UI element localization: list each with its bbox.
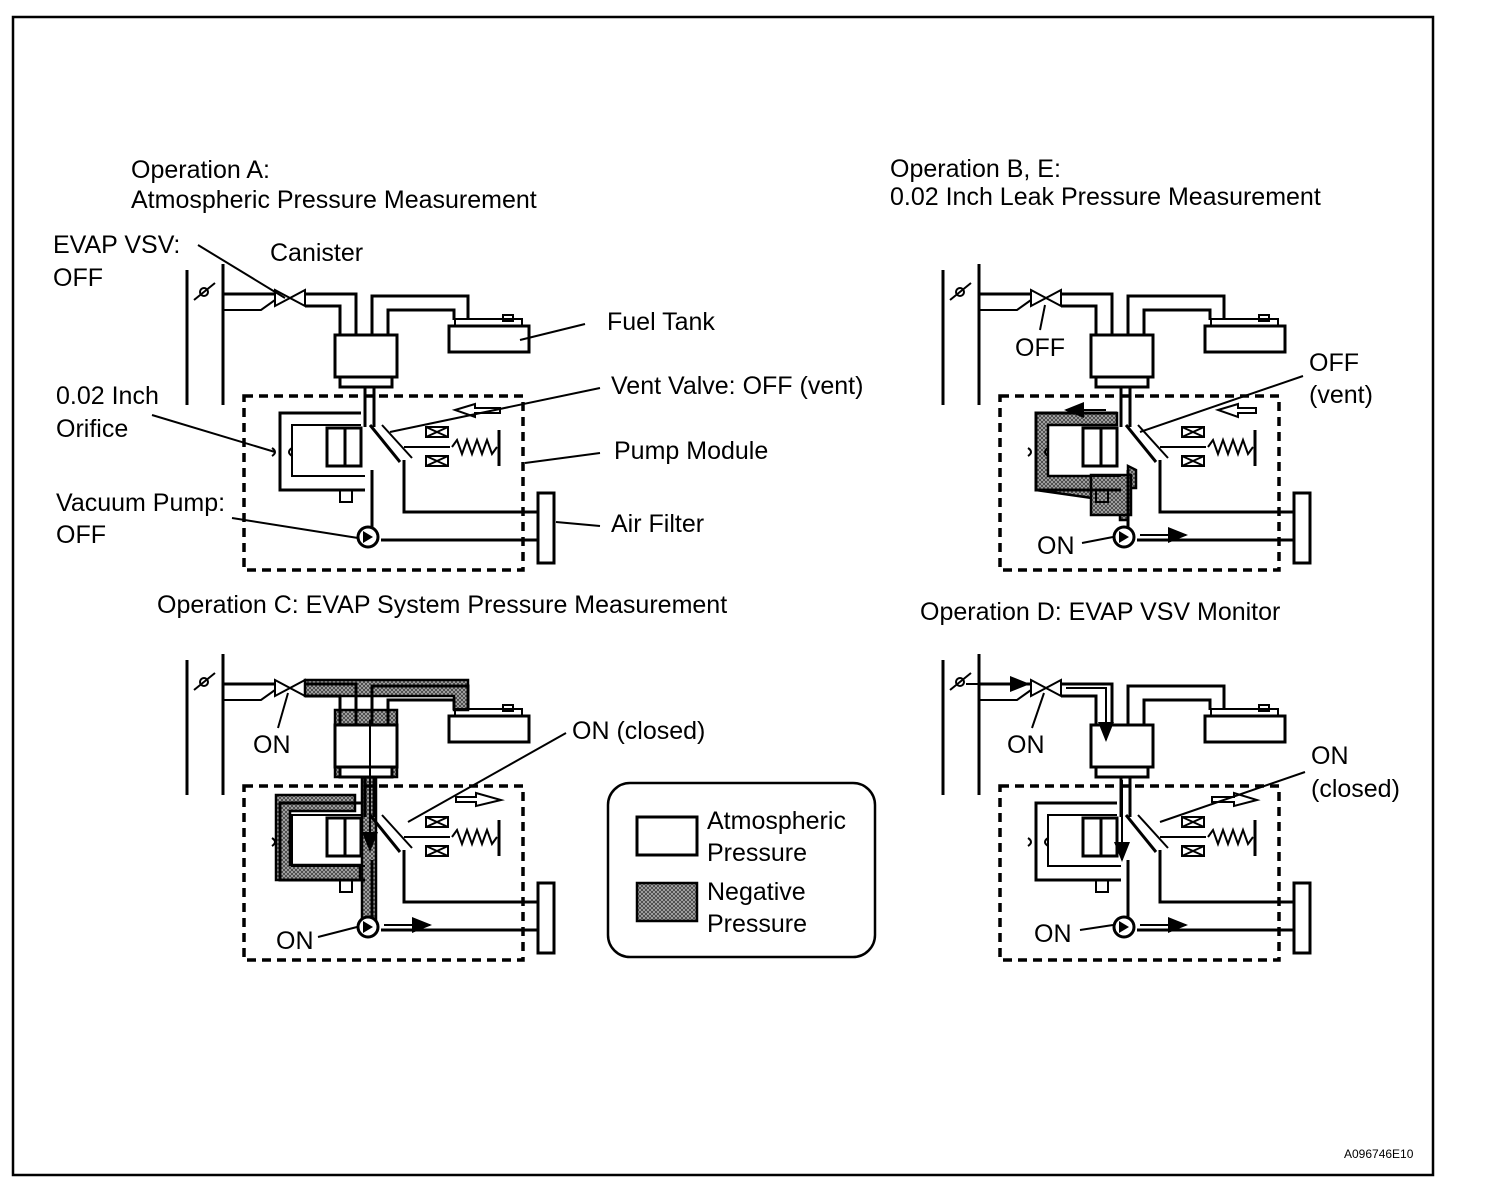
diagram-code: A096746E10 bbox=[1344, 1147, 1414, 1161]
outer-border bbox=[11, 15, 1435, 1177]
panel-a-title-2: Atmospheric Pressure Measurement bbox=[131, 186, 537, 214]
panel-b-vent-state-2: (vent) bbox=[1309, 381, 1373, 409]
panel-d-title: Operation D: EVAP VSV Monitor bbox=[920, 598, 1280, 626]
orifice-label-1: 0.02 Inch bbox=[56, 382, 159, 410]
panel-d-pump-state: ON bbox=[1034, 920, 1072, 948]
panel-c-pump-state: ON bbox=[276, 927, 314, 955]
vent-valve-label: Vent Valve: OFF (vent) bbox=[611, 372, 863, 400]
legend-atmospheric-1: Atmospheric bbox=[707, 807, 846, 835]
panel-operation-d: Operation D: EVAP VSV Monitor ON ON (clo… bbox=[920, 598, 1400, 962]
legend-negative-1: Negative bbox=[707, 878, 806, 906]
panel-c-title: Operation C: EVAP System Pressure Measur… bbox=[157, 591, 727, 619]
panel-d-vsv-state: ON bbox=[1007, 731, 1045, 759]
legend-atmospheric-2: Pressure bbox=[707, 839, 807, 867]
panel-b-vent-state-1: OFF bbox=[1309, 349, 1359, 377]
panel-b-title-2: 0.02 Inch Leak Pressure Measurement bbox=[890, 183, 1321, 211]
evap-vsv-label-1: EVAP VSV: bbox=[53, 231, 180, 259]
panel-d-vent-state-2: (closed) bbox=[1311, 775, 1400, 803]
vacuum-pump-label-1: Vacuum Pump: bbox=[56, 489, 225, 517]
panel-operation-c: Operation C: EVAP System Pressure Measur… bbox=[157, 591, 727, 962]
air-filter-label: Air Filter bbox=[611, 510, 704, 538]
panel-b-vsv-state: OFF bbox=[1015, 334, 1065, 362]
legend-negative-2: Pressure bbox=[707, 910, 807, 938]
legend: Atmospheric Pressure Negative Pressure bbox=[606, 781, 877, 959]
panel-c-vent-state: ON (closed) bbox=[572, 717, 705, 745]
vacuum-pump-label-2: OFF bbox=[56, 521, 106, 549]
panel-a-title-1: Operation A: bbox=[131, 156, 270, 184]
pump-module-label: Pump Module bbox=[614, 437, 768, 465]
panel-b-pump-state: ON bbox=[1037, 532, 1075, 560]
panel-a-system bbox=[185, 262, 556, 572]
panel-d-vent-state-1: ON bbox=[1311, 742, 1349, 770]
panel-operation-a: Operation A: Atmospheric Pressure Measur… bbox=[53, 156, 863, 572]
panel-c-vsv-state: ON bbox=[253, 731, 291, 759]
evap-vsv-label-2: OFF bbox=[53, 264, 103, 292]
legend-negative-swatch bbox=[635, 881, 699, 923]
legend-atmospheric-swatch bbox=[635, 815, 699, 857]
orifice-label-2: Orifice bbox=[56, 415, 128, 443]
fuel-tank-label: Fuel Tank bbox=[607, 308, 715, 336]
panel-operation-b: Operation B, E: 0.02 Inch Leak Pressure … bbox=[890, 155, 1373, 572]
panel-b-title-1: Operation B, E: bbox=[890, 155, 1061, 183]
canister-label: Canister bbox=[270, 239, 363, 267]
